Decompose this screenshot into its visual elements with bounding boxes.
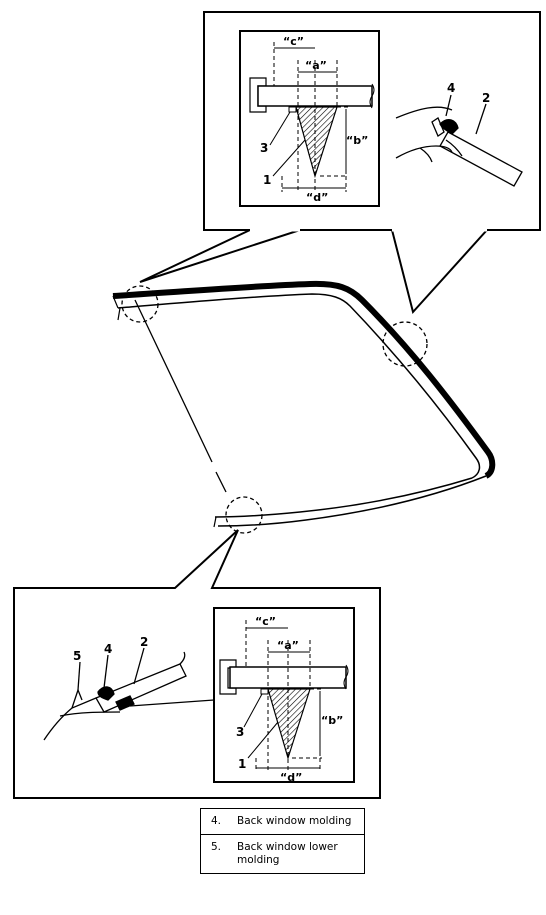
- legend-item: 5. Back window lower molding: [201, 834, 364, 873]
- bottom-molding-sketch: [43, 647, 215, 741]
- legend-item: 4. Back window molding: [201, 809, 364, 834]
- legend-number: 5.: [211, 841, 222, 853]
- bottom-cross-section: “c” “a” “b” “d” 3 1: [213, 607, 355, 784]
- bottom-detail-callout: “c” “a” “b” “d” 3 1 5 4 2: [13, 529, 381, 799]
- part-3-label: 3: [260, 141, 268, 155]
- part-1-label: 1: [263, 173, 271, 187]
- top-molding-sketch: [395, 94, 523, 187]
- parts-legend: 4. Back window molding 5. Back window lo…: [200, 808, 365, 874]
- detail-circle-top-left: [121, 285, 159, 323]
- top-detail-callout: “c” “a” “b” “d” 3 1 4 2: [139, 11, 541, 315]
- dim-c-label: “c”: [283, 35, 304, 48]
- adhesive-bead-bottom: [267, 688, 311, 761]
- part-2-label-top: 2: [482, 91, 490, 105]
- part-1-label-bottom: 1: [238, 757, 246, 771]
- dim-a-label: “a”: [305, 59, 327, 72]
- legend-text: Back window lower molding: [237, 841, 338, 866]
- part-2-label-bottom: 2: [140, 635, 148, 649]
- part-4-label-top: 4: [447, 81, 455, 95]
- dim-b-label: “b”: [346, 134, 368, 147]
- part-5-label: 5: [73, 649, 81, 663]
- part-4-label-bottom: 4: [104, 642, 112, 656]
- dim-b-label-bottom: “b”: [321, 714, 343, 727]
- part-3-label-bottom: 3: [236, 725, 244, 739]
- legend-number: 4.: [211, 815, 222, 827]
- legend-text: Back window molding: [237, 815, 352, 827]
- back-window: [112, 280, 496, 534]
- dim-a-label-bottom: “a”: [277, 639, 299, 652]
- dim-d-label: “d”: [306, 191, 328, 204]
- dim-d-label-bottom: “d”: [280, 771, 302, 784]
- detail-circle-right: [382, 321, 428, 367]
- dim-c-label-bottom: “c”: [255, 615, 276, 628]
- detail-circle-bottom: [225, 496, 263, 534]
- dam-rubber: [288, 106, 297, 113]
- top-cross-section: “c” “a” “b” “d” 3 1: [239, 30, 380, 207]
- adhesive-bead: [295, 106, 338, 179]
